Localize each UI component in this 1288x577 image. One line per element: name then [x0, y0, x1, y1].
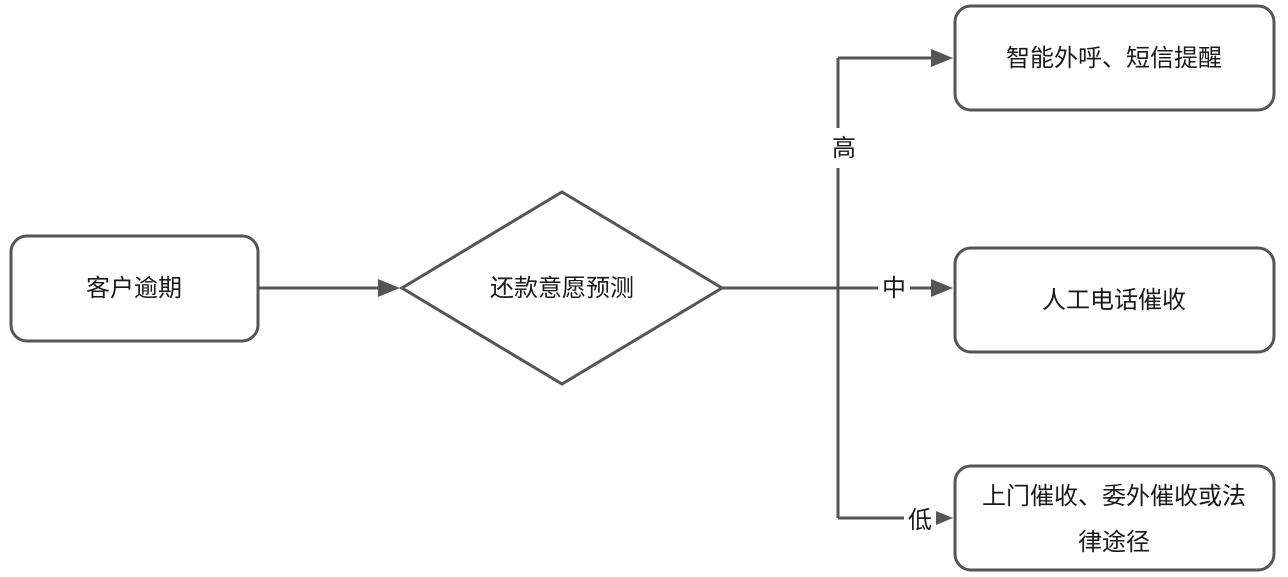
node-overdue[interactable]: 客户逾期 [9, 234, 260, 343]
node-overdue-label: 客户逾期 [86, 274, 182, 302]
node-high-action-box [953, 4, 1276, 112]
edge-label-medium: 中 [882, 274, 906, 302]
arrowhead-medium [931, 279, 953, 297]
edge-label-low-bg [904, 502, 936, 536]
edge-label-high-bg [824, 128, 854, 168]
node-medium-action-box [953, 246, 1276, 354]
node-low-action-box [953, 464, 1276, 572]
arrowhead-decision [378, 279, 400, 297]
arrowhead-low [931, 509, 953, 527]
node-medium-action[interactable]: 人工电话催收 [953, 246, 1276, 354]
node-low-action-label-line2: 律途径 [1078, 528, 1150, 556]
node-decision-label: 还款意愿预测 [490, 274, 634, 302]
node-high-action-label: 智能外呼、短信提醒 [1006, 44, 1222, 72]
node-decision-diamond [399, 190, 725, 386]
edge-label-medium-bg [878, 272, 910, 304]
node-decision[interactable]: 还款意愿预测 [399, 190, 725, 386]
node-high-action[interactable]: 智能外呼、短信提醒 [953, 4, 1276, 112]
node-low-action-label-line1: 上门催收、委外催收或法 [982, 482, 1246, 510]
arrowhead-high [931, 49, 953, 67]
node-overdue-box [9, 234, 260, 343]
edge-label-low: 低 [908, 506, 932, 534]
node-low-action[interactable]: 上门催收、委外催收或法 律途径 [953, 464, 1276, 572]
edge-label-high: 高 [832, 134, 856, 162]
edge-labels: 高 中 低 [824, 128, 936, 536]
node-medium-action-label: 人工电话催收 [1042, 286, 1186, 314]
